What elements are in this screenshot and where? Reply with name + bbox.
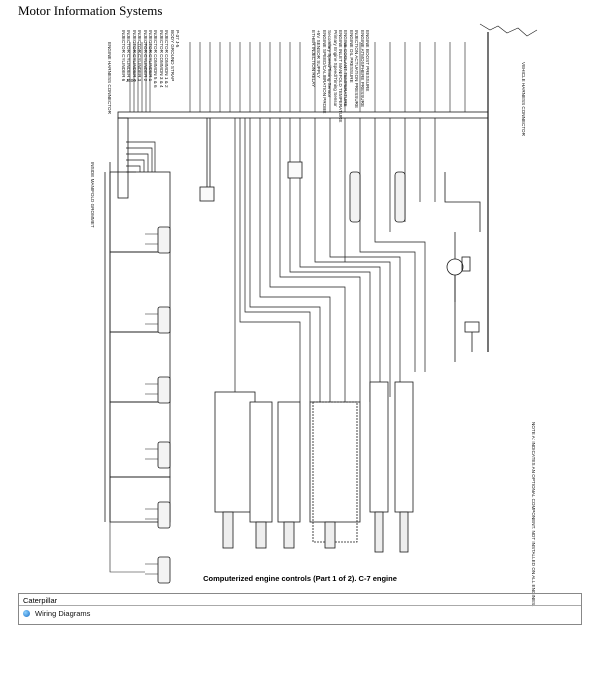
brand-label: Caterpillar <box>19 594 581 606</box>
wiring-diagrams-link-row[interactable]: Wiring Diagrams <box>19 606 581 621</box>
vehicle-harness-connector-label: VEHICLE HARNESS CONNECTOR <box>521 62 526 136</box>
diagram-caption: Computerized engine controls (Part 1 of … <box>203 574 397 583</box>
globe-bullet-icon <box>23 610 30 617</box>
wiring-diagrams-link[interactable]: Wiring Diagrams <box>35 609 91 618</box>
page-title: Motor Information Systems <box>18 3 163 18</box>
footer-panel: Caterpillar Wiring Diagrams <box>18 593 582 625</box>
wiring-diagram: J300 ENGINE HARNESS CONNECTOR INSIDE MAN… <box>60 22 540 606</box>
injector-wire-list: P-37 J-5 BODY GROUND STRAP INJECTOR COMM… <box>120 30 180 88</box>
inside-manifold-grommet-label: INSIDE MANIFOLD GROMMET <box>90 162 95 228</box>
sensor-wire-list: ENGINE BOOST PRESSURE ENGINE ATMOSPHERE … <box>310 30 370 123</box>
engine-harness-connector-label: ENGINE HARNESS CONNECTOR <box>107 42 112 114</box>
injector-label-1: J300 <box>126 78 136 83</box>
wiring-diagram-svg: J300 <box>104 23 538 584</box>
